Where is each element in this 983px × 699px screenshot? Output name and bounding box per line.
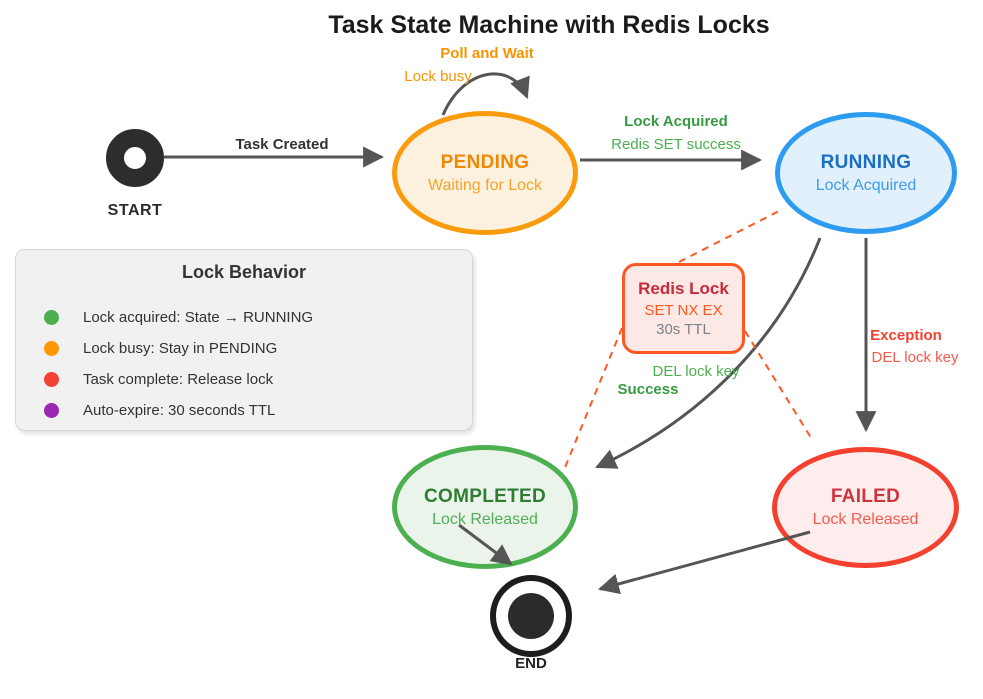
legend-items: Lock acquired: State → RUNNING Lock busy… xyxy=(16,302,472,426)
end-node-icon xyxy=(490,575,572,657)
legend-item-text: Auto-expire: 30 seconds TTL xyxy=(83,402,276,419)
edge-label-task-created: Task Created xyxy=(235,136,329,153)
green-dot-icon xyxy=(44,310,59,325)
end-node-inner-dot xyxy=(508,593,554,639)
orange-dot-icon xyxy=(44,341,59,356)
legend-item-text: Task complete: Release lock xyxy=(83,371,274,388)
start-node-icon xyxy=(106,129,164,187)
state-failed: FAILED Lock Released xyxy=(772,447,959,568)
state-completed-subtitle: Lock Released xyxy=(432,510,538,528)
edge-label-poll-and-wait: Poll and Wait xyxy=(440,45,534,62)
legend-title: Lock Behavior xyxy=(181,262,307,282)
state-pending: PENDING Waiting for Lock xyxy=(392,111,578,235)
redis-lock-command: SET NX EX xyxy=(644,302,723,319)
legend-item-lock-acquired: Lock acquired: State → RUNNING xyxy=(16,302,472,333)
edge-label-lock-busy: Lock busy xyxy=(404,68,472,85)
legend-item-text: Lock busy: Stay in PENDING xyxy=(83,340,278,357)
page-title: Task State Machine with Redis Locks xyxy=(328,11,770,39)
legend-item-auto-expire: Auto-expire: 30 seconds TTL xyxy=(16,395,472,426)
state-failed-name: FAILED xyxy=(830,486,901,507)
red-dot-icon xyxy=(44,372,59,387)
link-redis-to-completed xyxy=(563,327,623,471)
legend-item-lock-busy: Lock busy: Stay in PENDING xyxy=(16,333,472,364)
redis-lock-ttl: 30s TTL xyxy=(656,321,711,338)
edge-label-exception: Exception xyxy=(870,327,942,344)
legend-panel: Lock Behavior Lock acquired: State → RUN… xyxy=(15,249,473,431)
edge-failed-to-end xyxy=(597,530,811,595)
start-label: START xyxy=(107,202,163,219)
redis-lock-title: Redis Lock xyxy=(638,279,729,298)
state-failed-subtitle: Lock Released xyxy=(812,511,919,528)
edge-label-lock-acquired: Lock Acquired xyxy=(624,113,728,130)
link-redis-to-failed xyxy=(744,330,814,442)
edge-label-success: Success xyxy=(617,381,679,398)
redis-lock-note: Redis Lock SET NX EX 30s TTL xyxy=(622,263,745,354)
state-completed: COMPLETED Lock Released xyxy=(392,445,578,569)
state-running-name: RUNNING xyxy=(820,151,912,173)
end-label: END xyxy=(515,655,547,672)
purple-dot-icon xyxy=(44,403,59,418)
state-pending-subtitle: Waiting for Lock xyxy=(427,176,543,194)
legend-item-task-complete: Task complete: Release lock xyxy=(16,364,472,395)
state-running-subtitle: Lock Acquired xyxy=(815,176,917,194)
link-redis-to-running xyxy=(678,208,784,263)
edge-label-del-lock-key-exception: DEL lock key xyxy=(871,349,959,366)
edge-label-del-lock-key-success: DEL lock key xyxy=(652,363,740,380)
state-completed-name: COMPLETED xyxy=(424,485,546,507)
legend-item-text: Lock acquired: State → RUNNING xyxy=(83,309,314,326)
edge-label-redis-set-success: Redis SET success xyxy=(611,136,741,153)
state-running: RUNNING Lock Acquired xyxy=(775,112,957,234)
state-pending-name: PENDING xyxy=(440,151,530,173)
